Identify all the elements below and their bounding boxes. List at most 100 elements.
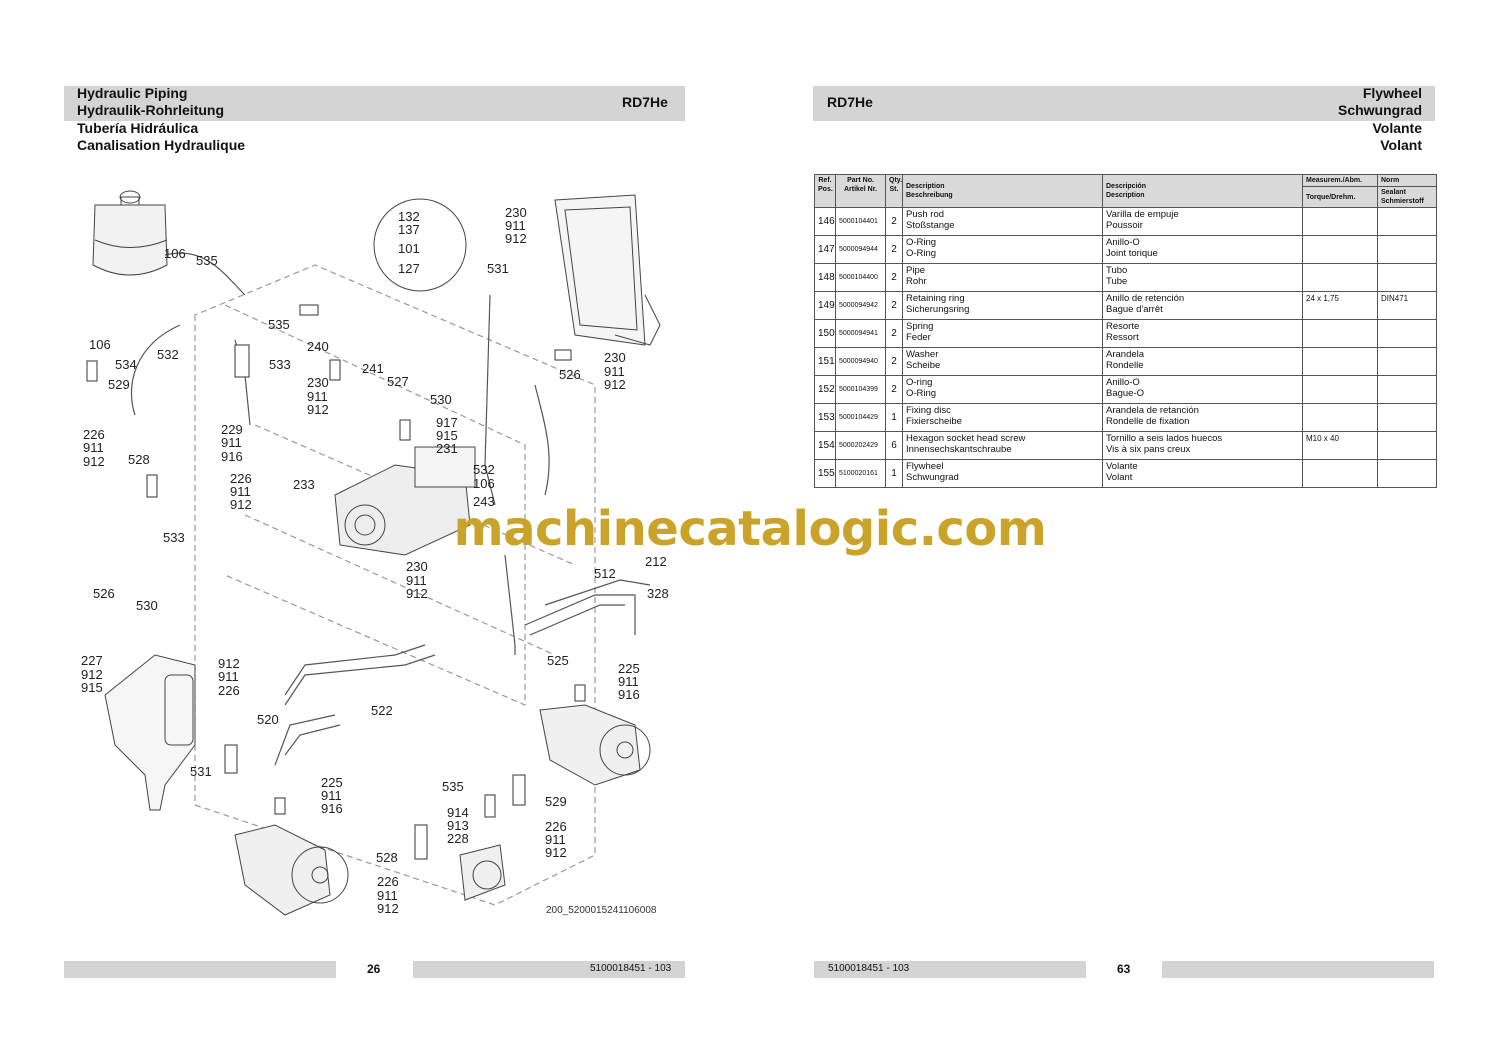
cell-part-no: 5000094942 — [835, 291, 886, 320]
mounting-bracket — [104, 654, 196, 811]
callout-label: 530 — [136, 598, 158, 613]
cell-part-no: 5000104401 — [835, 207, 886, 236]
col-header-ref: Ref.Pos. — [814, 174, 836, 208]
cell-qty: 2 — [885, 263, 903, 292]
cell-measurement — [1302, 235, 1378, 264]
callout-label: 106 — [89, 337, 111, 352]
hydraulic-piping-diagram: 1321371011272309119121065355315352405321… — [81, 190, 669, 916]
callout-label: 532 — [157, 347, 179, 362]
callout-label: 915 — [81, 680, 103, 695]
callout-label: 230 — [505, 205, 527, 220]
callout-label: 916 — [321, 801, 343, 816]
callout-label: 527 — [387, 374, 409, 389]
callout-label: 911 — [230, 484, 251, 499]
cell-measurement — [1302, 375, 1378, 404]
cell-measurement — [1302, 347, 1378, 376]
left-model-label: RD7He — [622, 94, 668, 110]
callout-label: 328 — [647, 586, 669, 601]
callout-label: 528 — [128, 452, 150, 467]
callout-label: 228 — [447, 831, 469, 846]
cell-qty: 2 — [885, 207, 903, 236]
right-header-bar — [813, 86, 1435, 121]
callout-label: 137 — [398, 222, 420, 237]
callout-label: 534 — [115, 357, 137, 372]
cell-measurement — [1302, 207, 1378, 236]
callout-label: 911 — [307, 389, 328, 404]
callout-label: 914 — [447, 805, 469, 820]
table-header-row: Ref.Pos. Part No.Artikel Nr. Qty.St. Des… — [814, 174, 1437, 208]
cell-ref: 148 — [814, 263, 836, 292]
callout-label: 535 — [196, 253, 218, 268]
callout-label: 230 — [307, 375, 329, 390]
callout-label: 230 — [604, 350, 626, 365]
callout-label: 529 — [108, 377, 130, 392]
col-header-torque: Torque/Drehm. — [1302, 186, 1378, 208]
figure-id: 200_5200015241106008 — [546, 905, 657, 916]
cell-ref: 149 — [814, 291, 836, 320]
gear-pump-bottom — [459, 844, 506, 901]
cell-measurement — [1302, 319, 1378, 348]
cell-ref: 151 — [814, 347, 836, 376]
cell-ref: 147 — [814, 235, 836, 264]
cell-part-no: 5000094944 — [835, 235, 886, 264]
left-title-line-2: Hydraulik-Rohrleitung — [77, 102, 225, 118]
col-header-part-no: Part No.Artikel Nr. — [835, 174, 886, 208]
cell-part-no: 5000104400 — [835, 263, 886, 292]
cell-ref: 153 — [814, 403, 836, 432]
cell-qty: 2 — [885, 319, 903, 348]
callout-label: 912 — [83, 454, 105, 469]
cell-measurement — [1302, 403, 1378, 432]
callout-label: 526 — [559, 367, 581, 382]
left-title-line-4: Canalisation Hydraulique — [77, 137, 246, 153]
callout-label: 522 — [371, 703, 393, 718]
callout-label: 226 — [230, 471, 252, 486]
right-footer-doc: 5100018451 - 103 — [828, 963, 910, 974]
left-page: Hydraulic Piping Hydraulik-Rohrleitung T… — [64, 85, 685, 978]
callout-label: 233 — [293, 477, 315, 492]
cell-ref: 146 — [814, 207, 836, 236]
callout-label: 101 — [398, 241, 420, 256]
callout-label: 241 — [362, 361, 384, 376]
cell-part-no: 5100020161 — [835, 459, 886, 488]
callout-label: 225 — [618, 661, 640, 676]
detail-circle — [373, 198, 467, 292]
right-title-line-1: Flywheel — [1362, 85, 1422, 101]
cell-qty: 1 — [885, 403, 903, 432]
callout-label: 231 — [436, 441, 458, 456]
callout-label: 535 — [268, 317, 290, 332]
callout-label: 226 — [83, 427, 105, 442]
cell-ref: 152 — [814, 375, 836, 404]
callout-label: 132 — [398, 209, 420, 224]
cell-measurement — [1302, 459, 1378, 488]
callout-label: 533 — [269, 357, 291, 372]
callout-label: 917 — [436, 415, 458, 430]
callout-label: 226 — [545, 819, 567, 834]
callout-label: 531 — [487, 261, 509, 276]
left-page-number: 26 — [367, 962, 381, 976]
callout-label: 912 — [545, 845, 567, 860]
right-footer-bar-a — [814, 961, 1086, 978]
fittings — [86, 304, 586, 860]
left-footer-bar-b — [413, 961, 685, 978]
callout-label: 127 — [398, 261, 420, 276]
right-title-line-2: Schwungrad — [1337, 102, 1422, 118]
callout-label: 212 — [645, 554, 667, 569]
callout-label: 529 — [545, 794, 567, 809]
col-header-qty: Qty.St. — [885, 174, 903, 208]
callout-label: 227 — [81, 653, 103, 668]
cell-ref: 154 — [814, 431, 836, 460]
parts-table: Ref.Pos. Part No.Artikel Nr. Qty.St. Des… — [814, 174, 1437, 488]
